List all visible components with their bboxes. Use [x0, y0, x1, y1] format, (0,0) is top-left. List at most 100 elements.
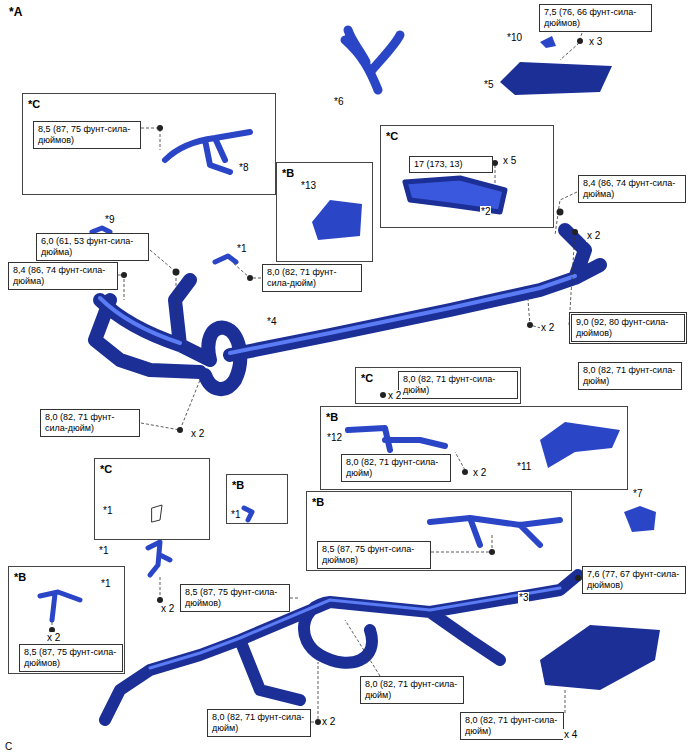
- group-code: *C: [23, 95, 40, 110]
- bolt: [527, 322, 533, 328]
- bolt: [380, 392, 386, 398]
- torque-spec-box: 17 (173, 13): [409, 156, 493, 173]
- quantity-label: x 2: [321, 716, 336, 728]
- callout-number: *11: [516, 461, 532, 473]
- under-plate: [540, 625, 660, 690]
- bolt: [462, 469, 468, 475]
- torque-spec-box: 8,4 (86, 74 фунт-сила-дюйма): [8, 262, 118, 290]
- torque-value: 8,0 (82, 71 фунт-сила-дюйм): [583, 365, 675, 386]
- lower-harness-shine: [150, 588, 560, 668]
- harness-branch: [345, 30, 400, 90]
- torque-spec-box: 8,0 (82, 71 фунт-сила-дюйм): [460, 712, 564, 740]
- callout-number: *1: [102, 505, 113, 517]
- callout-number: *10: [506, 32, 523, 44]
- torque-spec-box: 8,5 (87, 75 фунт-сила-дюймов): [33, 121, 141, 149]
- torque-value: 17 (173, 13): [414, 159, 463, 169]
- group-frame: *C: [94, 458, 210, 540]
- callout-number: *13: [300, 180, 317, 192]
- group-frame: *C17 (173, 13): [380, 125, 554, 228]
- callout-number: *8: [238, 162, 249, 174]
- leader-line: [141, 380, 200, 430]
- harness-piece: [430, 518, 560, 545]
- leader-line: [495, 165, 496, 185]
- torque-spec-box: 8,0 (82, 71 фунт-сила-дюйм): [341, 454, 451, 482]
- connector-block: [312, 200, 362, 240]
- bolt: [577, 38, 583, 44]
- torque-spec-box: 8,0 (82, 71 фунт-сила-дюйм): [398, 371, 518, 399]
- bolt: [557, 209, 564, 216]
- leader-line: [555, 192, 577, 235]
- torque-spec-box: 8,0 (82, 71 фунт-сила-дюйм): [40, 409, 140, 437]
- group-frame: *B: [276, 162, 373, 262]
- group-code: *B: [9, 568, 26, 583]
- group-code: *C: [356, 369, 373, 384]
- torque-value: 8,4 (86, 74 фунт-сила-дюйма): [13, 265, 105, 286]
- callout-number: *3: [518, 592, 529, 604]
- bolt: [157, 125, 163, 131]
- callout-number: *1: [100, 578, 111, 590]
- clip-part: [244, 508, 252, 520]
- quantity-label: x 2: [387, 390, 402, 402]
- torque-value: 8,5 (87, 75 фунт-сила-дюймов): [38, 124, 130, 145]
- main-harness: [95, 230, 600, 389]
- bolt: [489, 549, 495, 555]
- leader-line: [560, 33, 582, 60]
- torque-value: 8,0 (82, 71 фунт-сила-дюйм): [346, 457, 438, 478]
- torque-value: 8,5 (87, 75 фунт-сила-дюймов): [322, 544, 414, 565]
- torque-value: 8,0 (82, 71 фунт-сила-дюйм): [212, 712, 304, 733]
- torque-value: 6,0 (61, 53 фунт-сила-дюйма): [41, 236, 133, 257]
- torque-value: 8,0 (82, 71 фунт-сила-дюйм): [365, 679, 457, 700]
- group-code: *B: [277, 164, 294, 179]
- clip-part: [92, 228, 110, 232]
- torque-value: 7,5 (76, 66 фунт-сила-дюймов): [544, 7, 636, 28]
- leader-line: [232, 262, 261, 278]
- group-code: *B: [307, 493, 324, 508]
- leader-line: [345, 620, 380, 676]
- torque-value: 9,0 (92, 80 фунт-сила-дюймов): [576, 317, 668, 338]
- torque-value: 7,6 (77, 67 фунт-сила-дюймов): [587, 569, 679, 590]
- bracket-part: [540, 422, 620, 468]
- torque-spec-box: 8,0 (82, 71 фунт-сила-дюйм): [262, 264, 362, 292]
- quantity-label: x 2: [586, 230, 601, 242]
- torque-spec-box: 6,0 (61, 53 фунт-сила-дюйма): [36, 233, 149, 261]
- clip-part: [40, 592, 80, 620]
- quantity-label: x 3: [588, 36, 603, 48]
- callout-number: *7: [632, 488, 643, 500]
- bracket-part: [348, 428, 445, 450]
- group-code: *B: [321, 408, 338, 423]
- leader-line: [565, 690, 566, 713]
- leader-line: [431, 535, 492, 552]
- torque-value: 8,4 (86, 74 фунт-сила-дюйма): [583, 178, 675, 199]
- cover-plate: [500, 62, 612, 95]
- clip-part: [148, 542, 170, 575]
- callout-number: *9: [104, 214, 115, 226]
- quantity-label: x 2: [160, 603, 175, 615]
- callout-number: *1: [230, 509, 241, 521]
- torque-spec-box: 7,6 (77, 67 фунт-сила-дюймов): [582, 566, 686, 594]
- clip-part: [152, 505, 162, 522]
- leader-line: [141, 128, 160, 150]
- callout-number: *1: [98, 545, 109, 557]
- callout-number: *5: [483, 79, 494, 91]
- quantity-label: x 2: [46, 632, 61, 644]
- callout-number: *12: [326, 432, 343, 444]
- torque-value: 8,0 (82, 71 фунт-сила-дюйм): [465, 715, 557, 736]
- quantity-label: x 5: [502, 155, 517, 167]
- callout-number: *1: [236, 243, 247, 255]
- group-frame: *C 8,5 (87, 75 фунт-сила-дюймов): [22, 93, 276, 195]
- leader-line: [311, 662, 318, 722]
- torque-spec-box: 8,0 (82, 71 фунт-сила-дюйм): [578, 362, 682, 390]
- group-code: *B: [227, 476, 244, 491]
- quantity-label: x 2: [540, 322, 555, 334]
- torque-value: 8,5 (87, 75 фунт-сила-дюймов): [185, 587, 277, 608]
- torque-value: 8,0 (82, 71 фунт-сила-дюйм): [45, 412, 114, 433]
- leader-line: [118, 275, 124, 300]
- bolt: [247, 275, 253, 281]
- torque-spec-box: 8,5 (87, 75 фунт-сила-дюймов): [180, 584, 290, 612]
- torque-spec-box: 8,0 (82, 71 фунт-сила-дюйм): [207, 709, 311, 737]
- callout-number: *2: [480, 206, 491, 218]
- bolt: [173, 269, 180, 276]
- quantity-label: x 2: [472, 467, 487, 479]
- group-frame: *C 8,0 (82, 71 фунт-сила-дюйм): [355, 367, 521, 404]
- leader-line: [575, 575, 581, 580]
